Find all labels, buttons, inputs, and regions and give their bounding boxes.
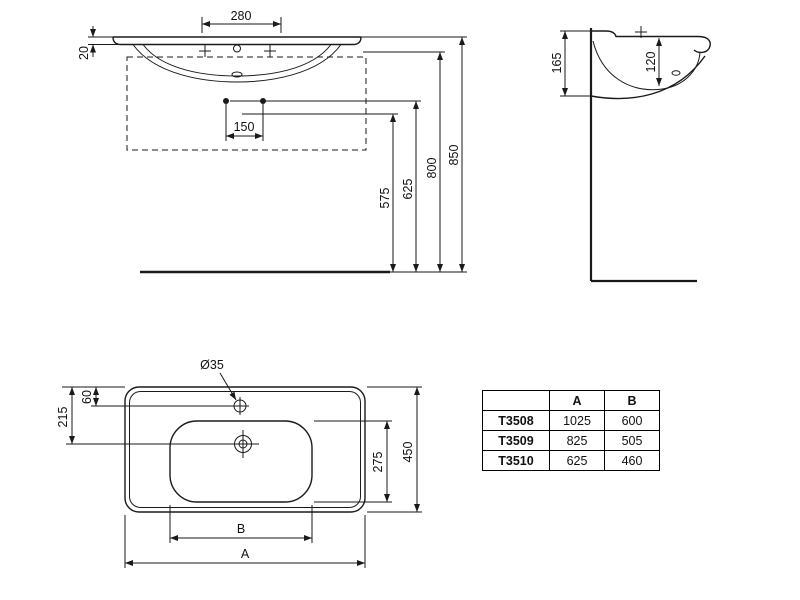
value-b-cell: 460 [604, 450, 660, 471]
dim-575: 575 [242, 113, 398, 272]
fixing-hole-left [223, 98, 229, 104]
dim-label-275: 275 [371, 452, 385, 473]
value-b-cell: 505 [604, 430, 660, 451]
dim-215: 215 [56, 386, 259, 445]
front-view: 280 20 150 575 625 800 [77, 9, 467, 274]
dim-label-60: 60 [80, 390, 94, 404]
dim-280: 280 [201, 9, 282, 33]
tap-hole-mark-right [264, 45, 276, 57]
dim-label-b: B [237, 522, 245, 536]
value-a-cell: 825 [549, 430, 605, 451]
overflow-front [231, 71, 243, 78]
dim-label-165: 165 [550, 53, 564, 74]
side-basin-outline [590, 26, 711, 100]
dim-850: 850 [361, 36, 467, 272]
value-a-cell: 625 [549, 450, 605, 471]
side-view: 165 120 [550, 26, 711, 283]
value-a-cell: 1025 [549, 410, 605, 431]
model-cell: T3509 [482, 430, 550, 451]
value-b-cell: 600 [604, 410, 660, 431]
front-basin-outline [112, 36, 362, 83]
dim-60: 60 [80, 387, 249, 407]
dim-diameter-35: Ø35 [200, 358, 237, 401]
table-row-t3510: T3510 625 460 [482, 450, 660, 471]
dim-165: 165 [550, 30, 591, 97]
size-table: A B T3508 1025 600 T3509 825 505 T3510 6… [482, 390, 660, 471]
dim-label-diameter: Ø35 [200, 358, 224, 372]
overflow-side [671, 70, 681, 76]
plan-outer-rim [124, 386, 366, 513]
dim-label-150: 150 [234, 120, 255, 134]
dim-label-20: 20 [77, 46, 91, 60]
plan-view: Ø35 60 215 275 450 [56, 358, 422, 568]
dim-a: A [124, 515, 366, 568]
cabinet-outline-dashed [126, 56, 367, 151]
dim-label-625: 625 [401, 179, 415, 200]
model-cell: T3510 [482, 450, 550, 471]
dim-625: 625 [230, 100, 421, 272]
dim-label-800: 800 [425, 158, 439, 179]
dim-120: 120 [644, 38, 662, 86]
plan-bowl [169, 420, 313, 503]
size-table-header-row: A B [482, 390, 660, 411]
dim-label-280: 280 [231, 9, 252, 23]
size-table-corner-cell [482, 390, 550, 411]
dim-b: B [169, 505, 313, 543]
faucet-hole-front [233, 44, 241, 53]
dim-450: 450 [367, 386, 422, 513]
table-row-t3509: T3509 825 505 [482, 430, 660, 451]
dim-label-a: A [241, 547, 250, 561]
tap-hole-mark-left [199, 45, 211, 57]
dim-label-850: 850 [447, 145, 461, 166]
plan-inner-rim [129, 391, 361, 508]
model-cell: T3508 [482, 410, 550, 431]
dim-label-575: 575 [378, 188, 392, 209]
dim-20: 20 [77, 26, 121, 60]
size-table-header-b: B [604, 390, 660, 411]
dim-label-215: 215 [56, 407, 70, 428]
dim-150: 150 [225, 104, 264, 141]
table-row-t3508: T3508 1025 600 [482, 410, 660, 431]
size-table-header-a: A [549, 390, 605, 411]
dim-800: 800 [363, 51, 445, 272]
dim-label-120: 120 [644, 52, 658, 73]
dim-275: 275 [314, 420, 392, 503]
dim-label-450: 450 [401, 442, 415, 463]
